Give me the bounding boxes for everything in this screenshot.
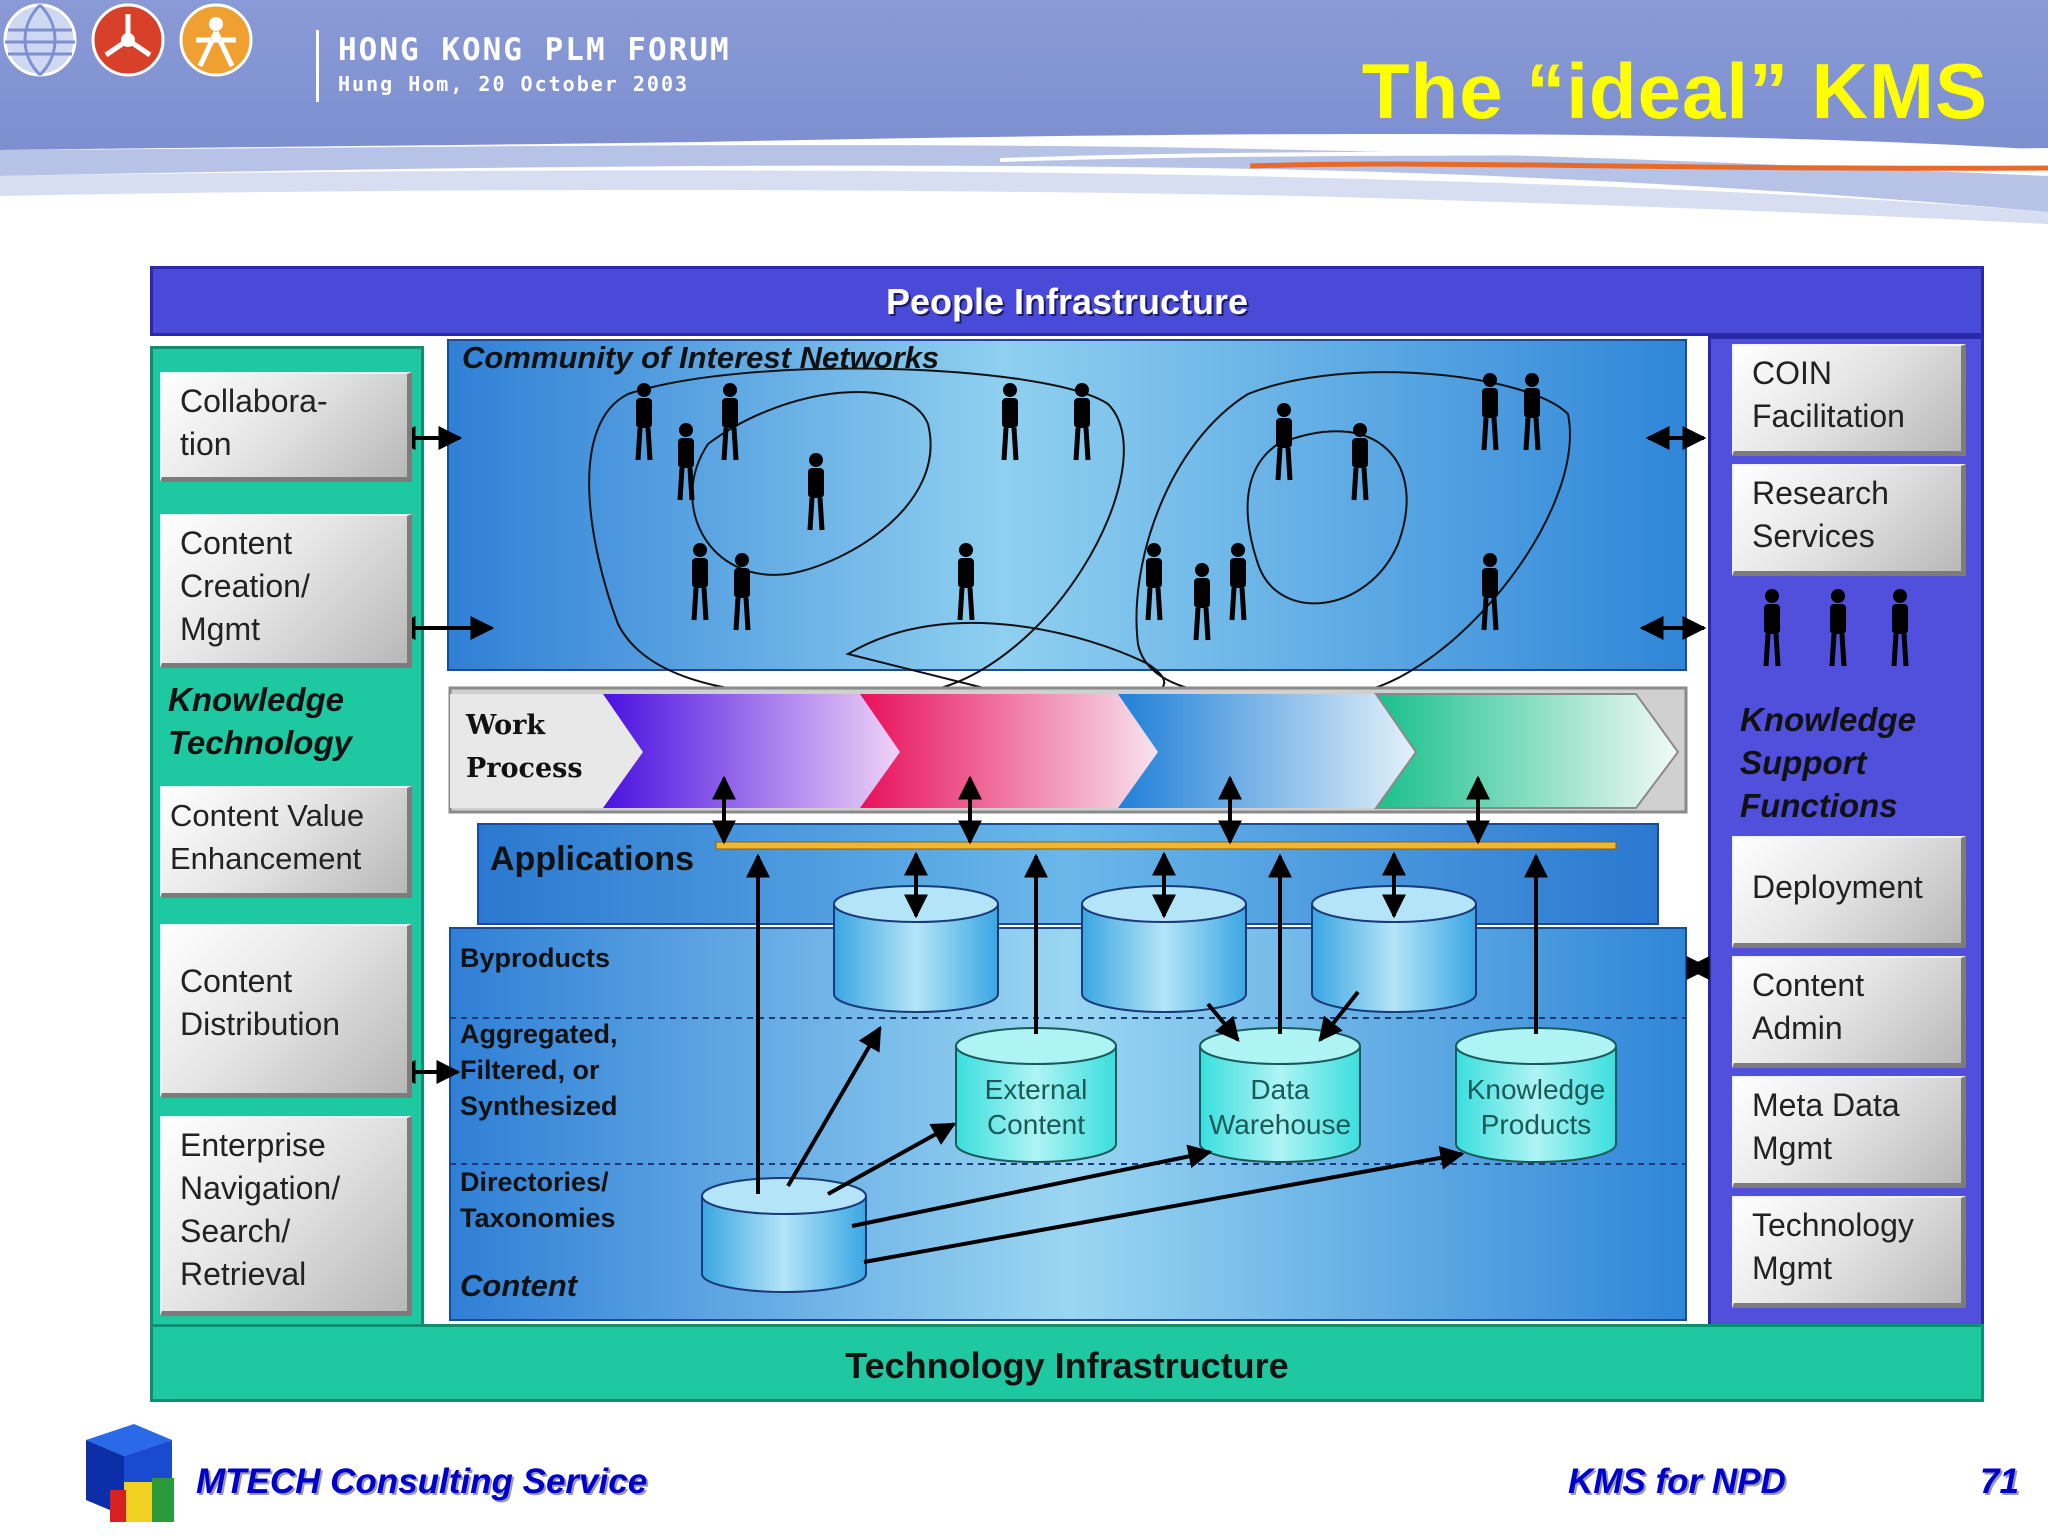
footer-company: MTECH Consulting Service (196, 1462, 648, 1501)
directory-cylinder (701, 1177, 867, 1293)
logo-divider (316, 30, 319, 102)
technology-infrastructure-bar: Technology Infrastructure (150, 1324, 1984, 1402)
knowledge-support-label: Knowledge Support Functions (1740, 701, 1917, 824)
research-services-box: Research Services (1732, 464, 1966, 576)
data-warehouse-label: Data Warehouse (1208, 1074, 1352, 1140)
forum-subtitle: Hung Hom, 20 October 2003 (338, 72, 690, 96)
coin-facilitation-box: COIN Facilitation (1732, 344, 1966, 456)
kms-diagram: People Infrastructure (148, 264, 1986, 1404)
flow-arrows (391, 426, 1711, 1264)
byproducts-label: Byproducts (460, 943, 611, 973)
applications-label: Applications (490, 840, 695, 878)
technology-infrastructure-label: Technology Infrastructure (845, 1345, 1289, 1386)
content-value-box: Content Value Enhancement (160, 786, 412, 898)
process-chevron-1 (603, 694, 908, 808)
meta-data-box: Meta Data Mgmt (1732, 1076, 1966, 1188)
enterprise-navigation-box: Enterprise Navigation/ Search/ Retrieval (160, 1116, 412, 1316)
slide-title: The “ideal” KMS (1361, 47, 1988, 135)
content-admin-box: Content Admin (1732, 956, 1966, 1068)
people-infrastructure-bar: People Infrastructure (150, 266, 1984, 336)
process-chevron-4 (1374, 693, 1680, 809)
forum-logos (3, 3, 253, 77)
content-distribution-box: Content Distribution (160, 924, 412, 1098)
technology-mgmt-box: Technology Mgmt (1732, 1196, 1966, 1308)
work-process-label: Work Process (466, 710, 583, 784)
forum-title: HONG KONG PLM FORUM (338, 32, 731, 68)
external-content-label: External Content (984, 1074, 1088, 1140)
support-people (1764, 589, 1908, 666)
community-networks-area (447, 339, 1687, 671)
deployment-box: Deployment (1732, 836, 1966, 948)
people-infrastructure-label: People Infrastructure (885, 281, 1249, 322)
knowledge-technology-label: Knowledge Technology (168, 681, 352, 761)
mtech-logo (86, 1424, 174, 1522)
content-label: Content (460, 1268, 578, 1303)
knowledge-products-label: Knowledge Products (1466, 1074, 1606, 1140)
applications-bus (715, 841, 1617, 850)
aggregated-label: Aggregated, Filtered, or Synthesized (460, 1019, 618, 1121)
footer-topic: KMS for NPD (1568, 1462, 1786, 1501)
collaboration-box: Collabora- tion (160, 372, 412, 482)
page-number: 71 (1980, 1462, 2019, 1501)
process-chevron-3 (1118, 694, 1424, 808)
process-chevron-2 (860, 694, 1166, 808)
slide-header: HONG KONG PLM FORUM Hung Hom, 20 October… (0, 0, 2048, 260)
header-banner (0, 0, 2048, 260)
byproduct-cylinders (833, 885, 1477, 1013)
person-sun-icon (179, 3, 253, 77)
community-networks-label: Community of Interest Networks (462, 340, 940, 375)
diagram-artwork (391, 339, 1986, 1321)
globe-icon (3, 3, 77, 77)
content-creation-box: Content Creation/ Mgmt (160, 514, 412, 668)
network-node-icon (91, 3, 165, 77)
directories-label: Directories/ Taxonomies (460, 1167, 616, 1233)
